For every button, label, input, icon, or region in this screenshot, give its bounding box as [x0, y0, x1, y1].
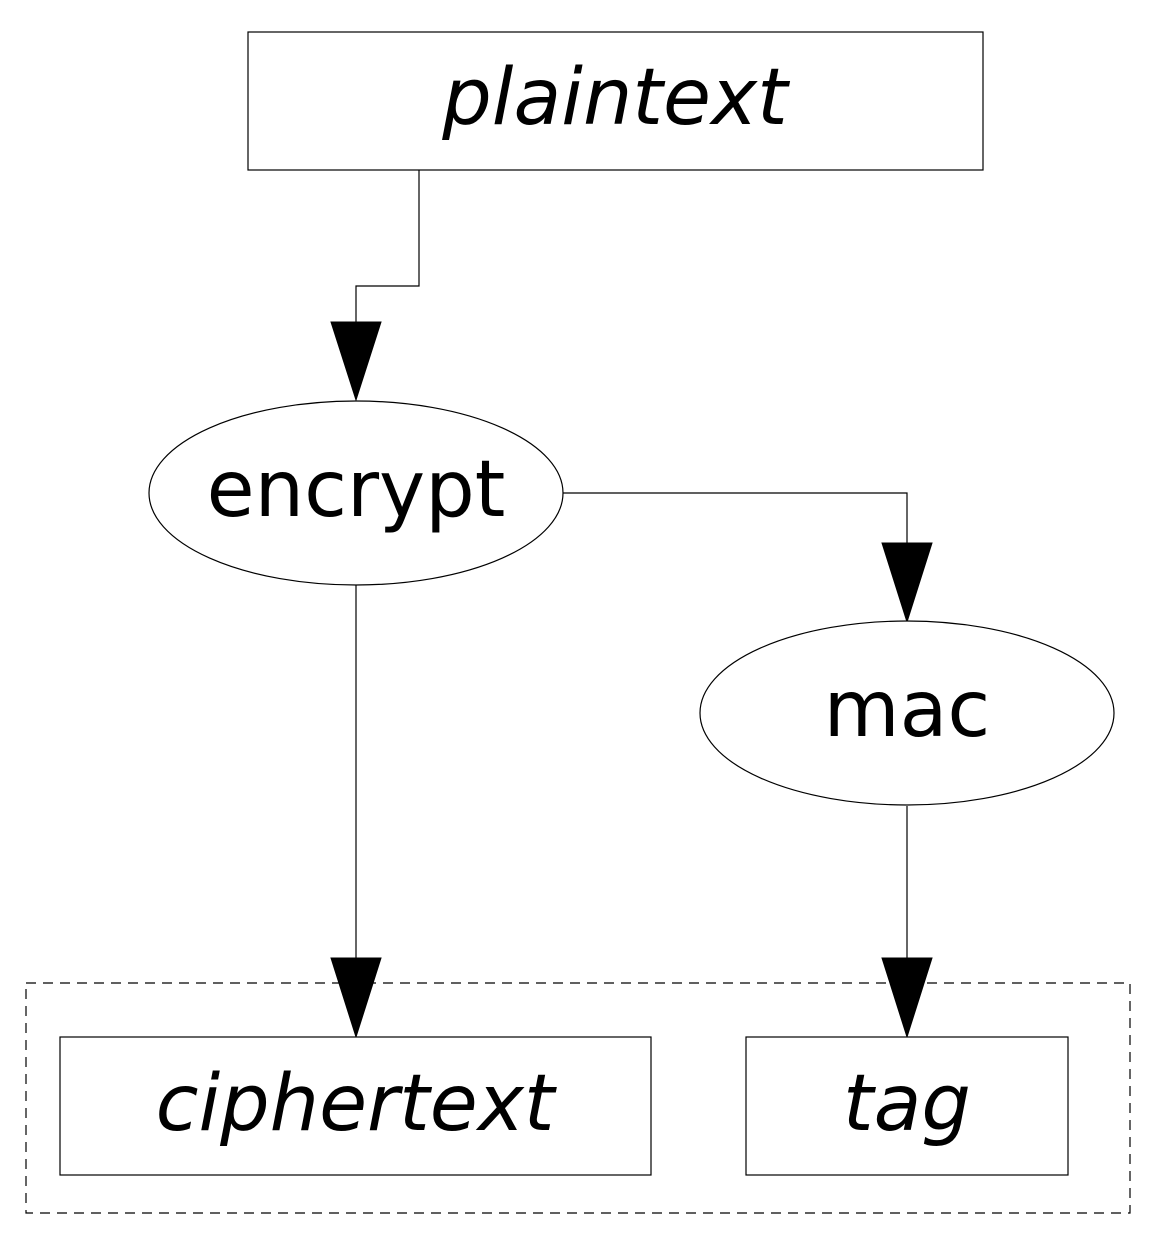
node-tag-box	[745, 1036, 1069, 1176]
node-plaintext-box	[247, 31, 984, 171]
node-mac-ellipse	[699, 620, 1115, 806]
node-plaintext: plaintext	[247, 31, 984, 171]
node-tag: tag	[745, 1036, 1069, 1176]
arrowhead-mac-to-tag	[881, 957, 933, 1039]
node-ciphertext-label: ciphertext	[156, 1059, 557, 1149]
arrowhead-encrypt-to-ciphertext	[330, 957, 382, 1039]
edge-encrypt-to-mac	[563, 492, 908, 543]
node-encrypt-label: encrypt	[207, 445, 506, 535]
arrowhead-plaintext-to-encrypt	[330, 321, 382, 402]
node-plaintext-label: plaintext	[441, 53, 790, 143]
node-mac: mac	[699, 620, 1115, 806]
node-mac-label: mac	[824, 665, 991, 755]
node-ciphertext-box	[59, 1036, 652, 1176]
node-encrypt-ellipse	[148, 400, 564, 586]
node-ciphertext: ciphertext	[59, 1036, 652, 1176]
edge-plaintext-to-encrypt	[355, 170, 420, 322]
arrowhead-encrypt-to-mac	[881, 542, 933, 624]
node-encrypt: encrypt	[148, 400, 564, 586]
node-tag-label: tag	[843, 1059, 971, 1149]
output-group-box	[25, 982, 1131, 1214]
